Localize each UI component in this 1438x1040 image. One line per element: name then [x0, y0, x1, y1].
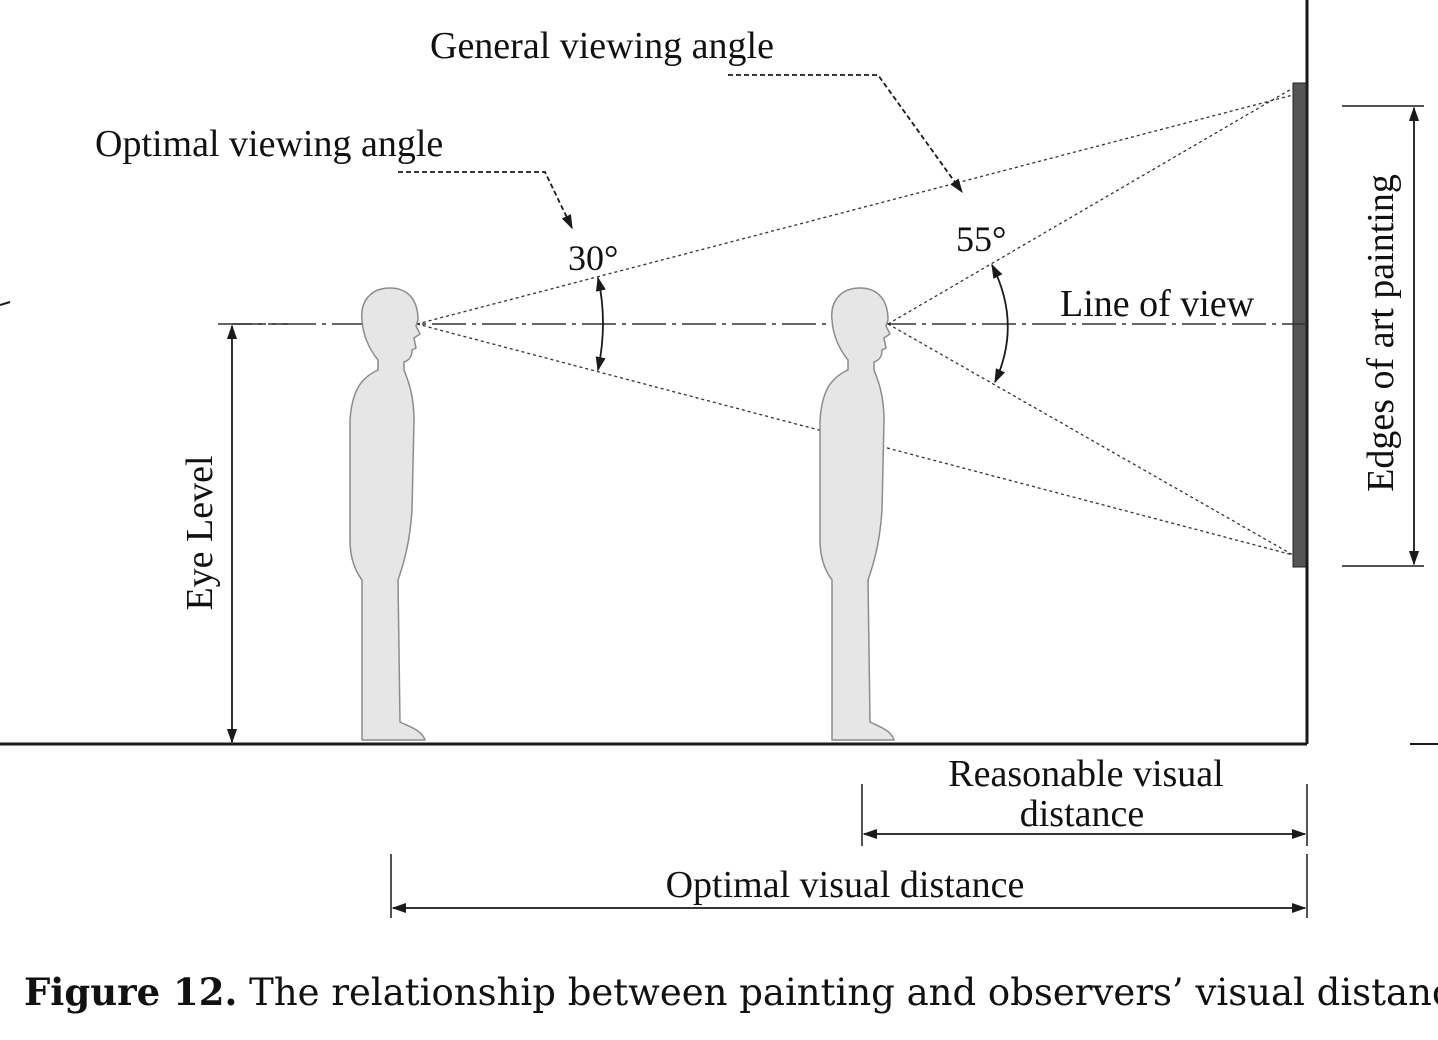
sightline-general-bottom: [887, 323, 1294, 556]
viewing-distance-diagram: General viewing angle Optimal viewing an…: [0, 0, 1438, 918]
label-optimal-visual-distance: Optimal visual distance: [666, 864, 1025, 906]
leader-optimal-angle: [398, 171, 573, 230]
label-line-of-view: Line of view: [1060, 283, 1255, 325]
figure-caption: Figure 12. The relationship between pain…: [24, 970, 1438, 1014]
arc-55-degrees: [991, 263, 1009, 384]
sightline-optimal-top: [416, 94, 1294, 325]
label-edges-of-art-painting: Edges of art painting: [1360, 174, 1402, 492]
observer-optimal-figure: [349, 287, 427, 741]
caption-label: Figure 12.: [24, 970, 238, 1014]
caption-text: The relationship between painting and ob…: [249, 971, 1438, 1014]
art-painting: [1292, 82, 1307, 568]
arc-30-degrees: [595, 276, 606, 372]
label-reasonable-visual-distance-line2: distance: [1020, 793, 1145, 835]
label-general-viewing-angle: General viewing angle: [430, 25, 774, 67]
label-optimal-viewing-angle: Optimal viewing angle: [95, 123, 443, 165]
label-angle-30: 30°: [568, 238, 618, 278]
label-eye-level: Eye Level: [179, 455, 221, 610]
sightline-general-top: [887, 87, 1294, 325]
leader-general-angle: [728, 74, 963, 194]
observer-general-figure: [819, 287, 896, 741]
label-angle-55: 55°: [956, 219, 1006, 259]
left-edge-tick: [0, 301, 11, 306]
label-reasonable-visual-distance-line1: Reasonable visual: [948, 753, 1223, 795]
